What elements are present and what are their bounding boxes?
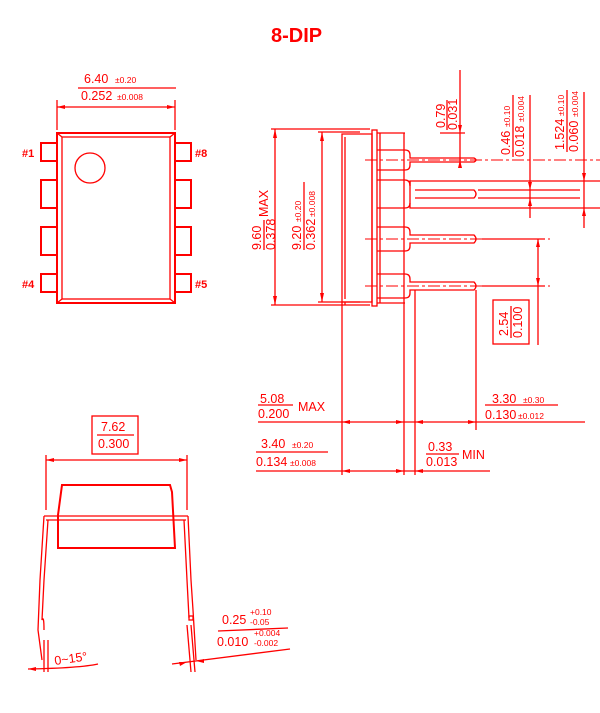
seat-max-label: MAX <box>298 400 326 414</box>
lead-angle: 0~15° <box>53 649 88 667</box>
pin-label-8: #8 <box>195 148 207 160</box>
pin-label-4: #4 <box>22 279 35 291</box>
lead-len-mm-tol: ±0.30 <box>523 395 544 405</box>
top-width-in: 0.252 <box>81 89 112 103</box>
standoff-mm: 0.33 <box>428 440 452 454</box>
lead-len-mm: 3.30 <box>492 392 516 406</box>
thickness-mm-minus: -0.05 <box>250 617 270 627</box>
lead-width-in: 0.018 <box>513 126 527 157</box>
lead-width-mm: 0.46 <box>499 131 513 155</box>
body-h-in-tol: ±0.008 <box>290 458 316 468</box>
top-width-mm: 6.40 <box>84 72 108 86</box>
lead-len-in-tol: ±0.012 <box>518 411 544 421</box>
pin-label-5: #5 <box>195 279 207 291</box>
thickness-in-minus: -0.002 <box>254 638 278 648</box>
body-len-mm: 9.20 <box>290 226 304 250</box>
body-len-in: 0.362 <box>304 219 318 250</box>
pitch-in: 0.100 <box>511 307 525 338</box>
pin1-marker <box>74 152 106 184</box>
thickness-mm-plus: +0.10 <box>250 607 272 617</box>
shoulder-in-tol: ±0.004 <box>570 91 580 117</box>
row-spacing-in: 0.300 <box>98 437 129 451</box>
top-view: 6.40 ±0.20 0.252 ±0.008 #1 #8 #4 #5 <box>22 72 207 304</box>
row-spacing-box <box>91 415 139 455</box>
shoulder-in: 0.060 <box>567 121 581 152</box>
shoulder-mm: 1.524 <box>553 119 567 150</box>
thickness-mm: 0.25 <box>222 613 246 627</box>
pitch-mm: 2.54 <box>497 312 511 336</box>
seat-max-in: 0.200 <box>258 407 289 421</box>
pin-label-1: #1 <box>22 148 34 160</box>
thickness-in-plus: +0.004 <box>254 628 281 638</box>
lead-len-in: 0.130 <box>485 408 516 422</box>
thickness-in: 0.010 <box>217 635 248 649</box>
lead-end-in: 0.031 <box>446 99 460 130</box>
body-h-mm: 3.40 <box>261 437 285 451</box>
body-h-in: 0.134 <box>256 455 287 469</box>
drawing-title: 8-DIP <box>271 25 322 47</box>
body-len-in-tol: ±0.008 <box>307 191 317 217</box>
pitch-box <box>492 299 530 345</box>
seat-max-mm: 5.08 <box>260 392 284 406</box>
end-view: 7.62 0.300 0~15° 0.25 +0.10 -0.05 <box>27 415 291 673</box>
top-width-in-tol: ±0.008 <box>117 92 143 102</box>
body-h-mm-tol: ±0.20 <box>292 440 313 450</box>
side-view: 9.60 0.378 MAX 9.20 ±0.20 0.362 ±0.008 <box>250 70 600 475</box>
row-spacing-mm: 7.62 <box>101 420 125 434</box>
body-len-mm-tol: ±0.20 <box>293 201 303 222</box>
top-width-mm-tol: ±0.20 <box>115 75 136 85</box>
leads <box>365 149 600 299</box>
lead-end-mm: 0.79 <box>434 104 448 128</box>
height-max-in: 0.378 <box>264 219 278 250</box>
shoulder-mm-tol: ±0.10 <box>556 95 566 116</box>
standoff-label: MIN <box>462 448 485 462</box>
height-max-label: MAX <box>257 189 271 217</box>
lead-width-mm-tol: ±0.10 <box>502 106 512 127</box>
standoff-in: 0.013 <box>426 455 457 469</box>
lead-width-in-tol: ±0.004 <box>516 96 526 122</box>
height-max-mm: 9.60 <box>250 226 264 250</box>
